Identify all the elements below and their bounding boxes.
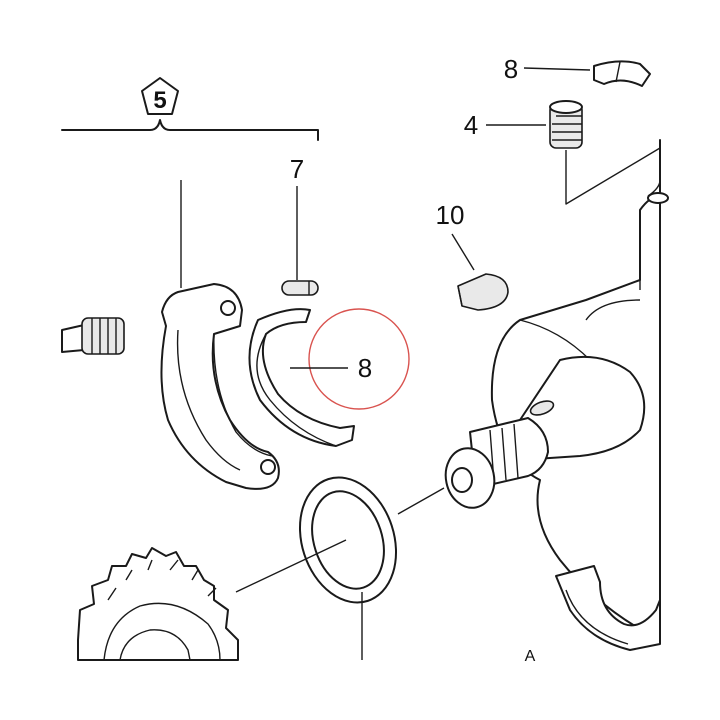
timing-gear bbox=[77, 547, 239, 661]
callout-7: 7 bbox=[290, 154, 304, 184]
bearing-shell bbox=[248, 308, 355, 447]
assembly-axis bbox=[235, 487, 445, 593]
lower-bearing-shell bbox=[555, 565, 661, 651]
callout-4: 4 bbox=[464, 110, 478, 140]
stud-bolt bbox=[61, 317, 125, 355]
group-bracket bbox=[61, 119, 319, 141]
thrust-washer bbox=[298, 476, 398, 660]
crankshaft bbox=[444, 139, 669, 641]
callout-8-top: 8 bbox=[504, 54, 518, 84]
callout-5: 5 bbox=[153, 87, 166, 114]
highlight-circle bbox=[308, 308, 410, 410]
bearing-cap bbox=[160, 283, 280, 490]
woodruff-key: 10 bbox=[436, 200, 509, 311]
group-label-pentagon: 5 bbox=[141, 77, 179, 115]
set-screw: 4 bbox=[464, 100, 661, 205]
callout-10: 10 bbox=[436, 200, 465, 230]
dowel-pin: 7 bbox=[281, 154, 319, 296]
corner-mark: A bbox=[525, 648, 536, 665]
callout-8-shell: 8 bbox=[358, 353, 372, 383]
upper-bearing-shell: 8 bbox=[504, 54, 651, 87]
